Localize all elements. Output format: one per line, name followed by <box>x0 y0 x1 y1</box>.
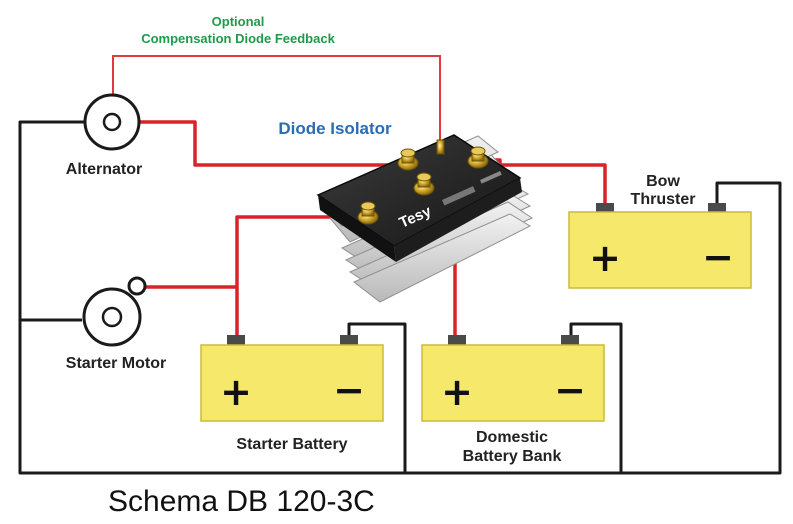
ground-wires <box>18 120 782 475</box>
ground-wire-frame <box>18 120 782 475</box>
starter-battery-label: Starter Battery <box>236 436 347 453</box>
domestic-battery: + − <box>421 335 605 422</box>
alternator-label: Alternator <box>66 161 142 178</box>
isolator-label: Diode Isolator <box>278 119 392 138</box>
starter-motor-label: Starter Motor <box>66 355 166 372</box>
ground-wire-starter-battery <box>347 322 407 473</box>
isolator-terminals <box>357 139 489 225</box>
terminal-feedback <box>436 139 445 155</box>
domestic-minus-sign: − <box>554 368 586 412</box>
diode-isolator-icon: Tesy <box>316 134 534 303</box>
domestic-plus-sign: + <box>441 370 473 414</box>
starter-plus-sign: + <box>220 370 252 414</box>
wire-isolator-starter <box>235 215 368 336</box>
ground-wire-domestic-battery <box>569 322 623 473</box>
starter-battery: + − <box>200 335 384 422</box>
bow-label: Bow <box>646 173 680 190</box>
starter-minus-sign: − <box>333 368 365 412</box>
bow-thruster-battery: + − <box>568 203 752 289</box>
bow-minus-sign: − <box>702 235 734 279</box>
thruster-label: Thruster <box>631 191 696 208</box>
battery-bank-label: Battery Bank <box>463 448 562 465</box>
bow-plus-sign: + <box>589 236 621 280</box>
alternator-icon <box>83 93 141 151</box>
motor-icon <box>82 276 147 347</box>
wire-alternator-isolator <box>137 120 405 167</box>
domestic-label: Domestic <box>476 429 548 446</box>
compensation-label: Compensation Diode Feedback <box>141 31 335 46</box>
feedback-wire <box>112 55 441 152</box>
optional-label: Optional <box>212 14 265 29</box>
schema-caption: Schema DB 120-3C <box>108 485 375 518</box>
